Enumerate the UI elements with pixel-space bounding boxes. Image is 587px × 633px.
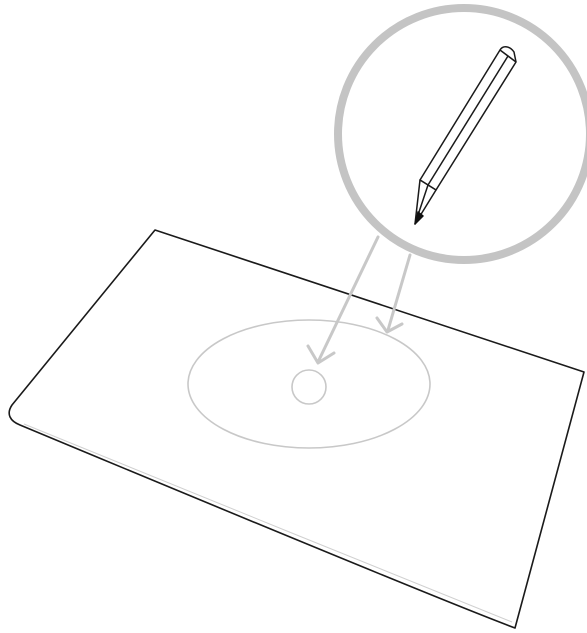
pencil-icon <box>414 46 517 225</box>
paper-sheet <box>8 229 585 629</box>
pointer-arrow <box>306 235 412 365</box>
paper-edge-highlight <box>23 423 513 623</box>
paper-outline <box>8 229 585 629</box>
target-ellipse <box>187 319 431 449</box>
target-dot <box>291 369 327 405</box>
